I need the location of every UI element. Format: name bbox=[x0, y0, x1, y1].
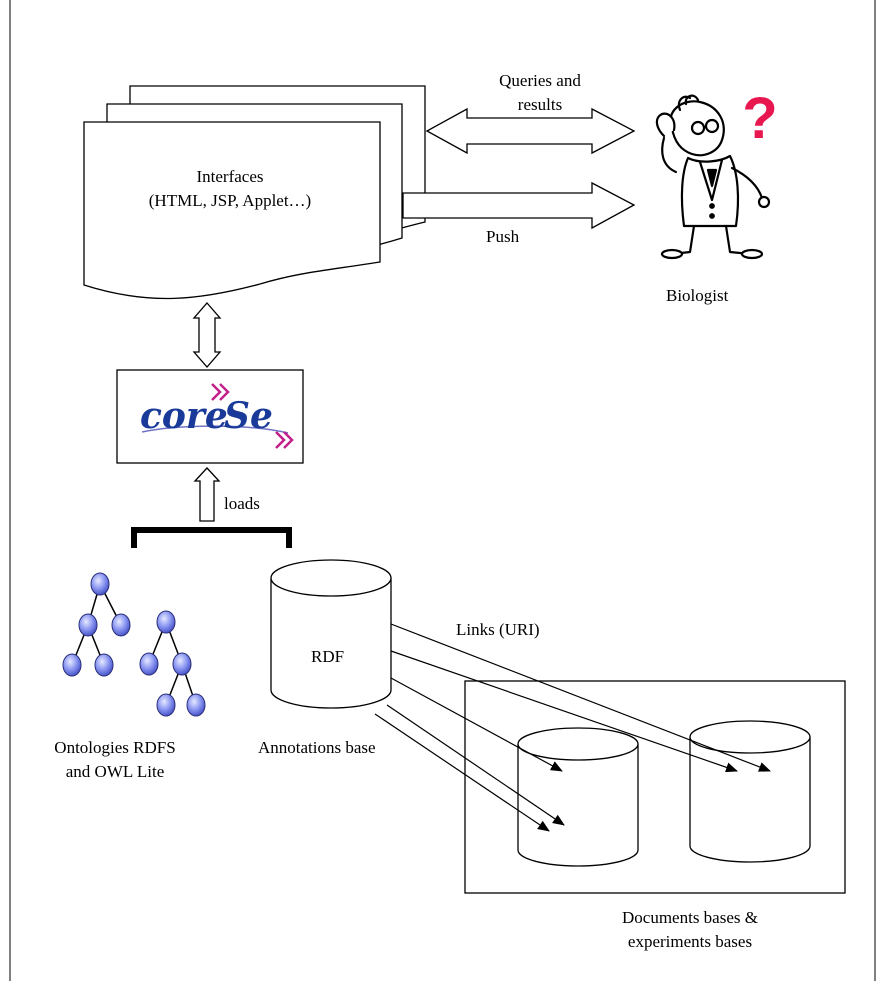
ontology-node bbox=[156, 610, 176, 634]
ontologies-label-line2: and OWL Lite bbox=[65, 762, 165, 781]
loads-label: loads bbox=[224, 494, 260, 513]
uri-link-arrows bbox=[374, 623, 771, 832]
interfaces-label-line2: (HTML, JSP, Applet…) bbox=[148, 191, 312, 210]
ontology-node bbox=[94, 653, 114, 677]
links-label: Links (URI) bbox=[456, 620, 540, 639]
ontology-tree-edges bbox=[71, 583, 197, 706]
logo-swoosh bbox=[141, 425, 289, 434]
ontologies-label: Ontologies RDFS and OWL Lite bbox=[25, 736, 205, 784]
rdf-cylinder bbox=[270, 559, 392, 709]
logo-bottom-chevrons-icon bbox=[275, 431, 294, 449]
ontologies-label-line1: Ontologies RDFS bbox=[54, 738, 176, 757]
ontology-node bbox=[111, 613, 131, 637]
queries-label-line1: Queries and bbox=[499, 71, 581, 90]
interfaces-label-line1: Interfaces bbox=[196, 167, 264, 186]
ontology-node bbox=[139, 652, 159, 676]
question-mark-icon: ? bbox=[742, 86, 777, 151]
loads-bracket bbox=[131, 527, 292, 548]
annotations-base-label: Annotations base bbox=[258, 738, 376, 757]
interfaces-label: Interfaces (HTML, JSP, Applet…) bbox=[120, 165, 340, 213]
documents-box bbox=[464, 680, 846, 894]
rdf-label: RDF bbox=[311, 647, 345, 666]
ontology-node bbox=[172, 652, 192, 676]
uri-link-arrow bbox=[390, 650, 738, 773]
queries-double-arrow bbox=[425, 107, 636, 155]
interface-page-front bbox=[83, 121, 381, 300]
interfaces-corese-double-arrow bbox=[192, 302, 222, 368]
push-label: Push bbox=[486, 227, 520, 246]
documents-label-line1: Documents bases & bbox=[622, 908, 758, 927]
biologist-hand bbox=[655, 112, 676, 138]
document-cylinder-left bbox=[517, 727, 639, 867]
uri-link-arrow bbox=[374, 713, 550, 832]
corese-logo-box bbox=[116, 369, 304, 464]
document-cylinder-right bbox=[689, 720, 811, 863]
queries-label-line2: results bbox=[517, 95, 563, 114]
uri-link-arrow bbox=[390, 623, 771, 772]
interfaces-pages bbox=[83, 85, 426, 300]
ontology-node bbox=[156, 693, 176, 717]
loads-arrow bbox=[193, 467, 221, 522]
ontology-trees bbox=[62, 572, 206, 717]
corese-logo: core Se bbox=[140, 383, 294, 449]
logo-se-text: Se bbox=[224, 395, 273, 437]
ontology-node bbox=[62, 653, 82, 677]
uri-link-arrow bbox=[386, 704, 565, 826]
ontology-node bbox=[186, 693, 206, 717]
ontology-node bbox=[90, 572, 110, 596]
logo-core-text: core bbox=[140, 395, 228, 437]
logo-top-chevrons-icon bbox=[211, 383, 230, 401]
ontology-node bbox=[78, 613, 98, 637]
biologist-figure bbox=[655, 94, 771, 260]
biologist-label: Biologist bbox=[666, 286, 729, 305]
documents-label: Documents bases & experiments bases bbox=[570, 906, 810, 954]
push-arrow bbox=[402, 181, 636, 230]
uri-link-arrow bbox=[390, 677, 563, 772]
queries-label: Queries and results bbox=[470, 69, 610, 117]
documents-label-line2: experiments bases bbox=[627, 932, 753, 951]
biologist-glasses bbox=[690, 120, 706, 136]
